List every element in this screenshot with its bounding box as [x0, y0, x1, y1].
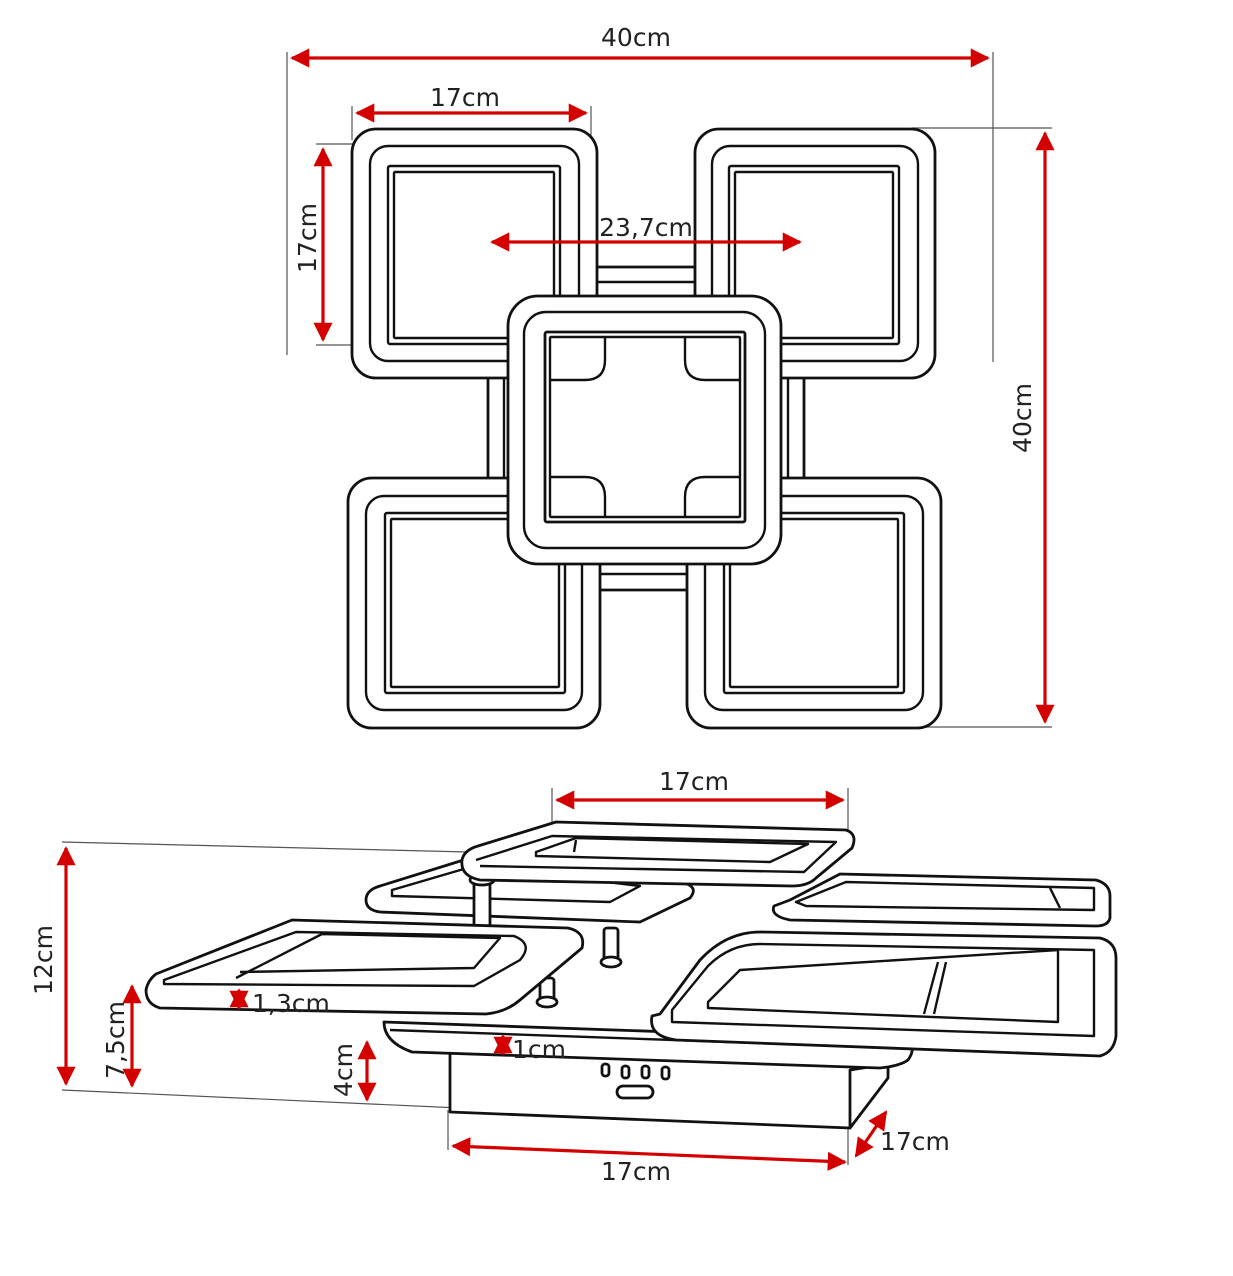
- side-base-width-dimension-line: [451, 1137, 847, 1171]
- side-base-depth-dimension-line: [854, 1110, 888, 1158]
- side-ring-back-left: [364, 856, 695, 924]
- side-base-height-label: 4cm: [329, 1043, 358, 1097]
- side-view: 17cm 12cm 7,5cm 4cm 1,3cm 1cm 17cm 17cm: [29, 767, 1118, 1186]
- side-total-height-label: 12cm: [29, 925, 58, 995]
- top-square-height-label: 17cm: [293, 203, 322, 273]
- side-plate-thickness-label: 1cm: [512, 1035, 566, 1064]
- side-base-width-label: 17cm: [601, 1157, 671, 1186]
- top-square-width-label: 17cm: [430, 83, 500, 112]
- side-ring-thickness-label: 1,3cm: [252, 989, 330, 1018]
- side-ring-drop-label: 7,5cm: [101, 1001, 130, 1079]
- side-ring-top: [460, 820, 856, 888]
- top-height-label: 40cm: [1008, 383, 1037, 453]
- top-view: 40cm 17cm 17cm 23,7cm 40cm: [286, 23, 1055, 730]
- top-width-label: 40cm: [601, 23, 671, 52]
- side-ring-front-right: [650, 930, 1118, 1058]
- center-distance-label: 23,7cm: [599, 213, 693, 242]
- side-top-square-label: 17cm: [659, 767, 729, 796]
- top-center-square: [506, 294, 783, 566]
- side-base-depth-label: 17cm: [880, 1127, 950, 1156]
- side-ring-front-left: [144, 918, 585, 1016]
- side-base-box: [448, 1048, 890, 1130]
- side-ring-back-right: [771, 872, 1112, 928]
